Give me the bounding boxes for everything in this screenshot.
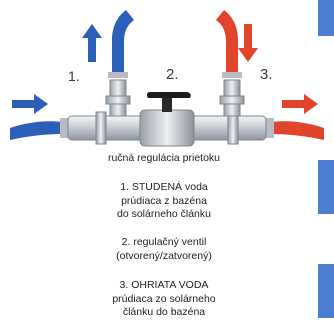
label-one: 1. [68, 68, 80, 84]
cold-riser-pipe [112, 10, 134, 78]
clamp-right [266, 118, 274, 138]
side-tab-bottom [318, 264, 334, 318]
cold-inlet-pipe [10, 121, 62, 140]
caption-item1-line2: prúdiaca z bazéna [121, 194, 207, 207]
label-three: 3. [260, 66, 273, 83]
caption-item2: 2. regulačný ventil (otvorený/zatvorený) [64, 236, 264, 263]
caption-item3-line3: článku do bazéna [122, 306, 206, 318]
hot-outlet-pipe [272, 121, 324, 140]
caption-item1-line1: 1. STUDENÁ voda [120, 181, 208, 193]
valve-stem [162, 98, 172, 112]
valve-handle [146, 92, 191, 98]
caption-item1: 1. STUDENÁ voda prúdiaca z bazéna do sol… [64, 181, 264, 222]
clamp-left [60, 118, 68, 138]
caption-item2-line1: 2. regulačný ventil [121, 236, 207, 248]
caption-item1-line3: do solárneho článku [117, 208, 211, 220]
caption-item3-line1: 3. OHRIATA VODA [119, 279, 209, 291]
caption-item2-line2: (otvorený/zatvorený) [116, 249, 212, 262]
clamp-hot-top [222, 72, 242, 78]
label-two: 2. [166, 66, 179, 83]
cold-inlet-arrow-icon [12, 94, 48, 114]
caption-regulation-text: ručná regulácia prietoku [107, 152, 221, 164]
caption-regulation: ručná regulácia prietoku [64, 152, 264, 166]
caption-item3-line2: prúdiaca zo solárneho [112, 292, 216, 305]
valve-illustration [10, 10, 324, 147]
hot-outlet-arrow-icon [282, 94, 318, 114]
hot-down-arrow-icon [238, 24, 258, 62]
side-tab-middle [318, 160, 334, 214]
clamp-cold-top [108, 72, 128, 78]
cold-up-arrow-icon [82, 24, 102, 62]
side-tab-top [318, 0, 334, 36]
caption-item3: 3. OHRIATA VODA prúdiaca zo solárneho čl… [64, 279, 264, 320]
hot-riser-pipe [216, 10, 238, 78]
